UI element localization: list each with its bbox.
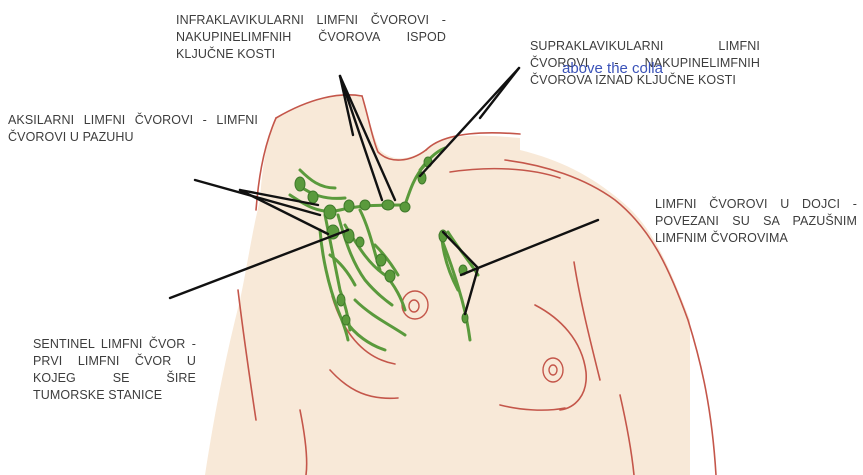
lymph-node: [308, 191, 318, 203]
lymph-node: [382, 200, 394, 210]
lymph-node: [337, 294, 345, 306]
lymph-node: [356, 237, 364, 247]
lymph-node: [376, 254, 386, 266]
lymph-node: [342, 315, 350, 325]
label-infraclavicular: INFRAKLAVIKULARNI LIMFNI ČVOROVI - NAKUP…: [176, 12, 446, 63]
lymph-node: [295, 177, 305, 191]
label-axillary: AKSILARNI LIMFNI ČVOROVI - LIMFNI ČVOROV…: [8, 112, 258, 146]
lymph-node: [400, 202, 410, 212]
lymph-node: [360, 200, 370, 210]
label-breast: LIMFNI ČVOROVI U DOJCI - POVEZANI SU SA …: [655, 196, 857, 247]
torso-skin: [205, 95, 690, 475]
overlay-translation-text: above the colla: [562, 60, 682, 77]
pointer-supraclavicular-2: [480, 68, 519, 118]
lymph-node: [344, 200, 354, 212]
label-sentinel: SENTINEL LIMFNI ČVOR - PRVI LIMFNI ČVOR …: [33, 336, 196, 404]
lymph-node: [385, 270, 395, 282]
lymph-node: [324, 205, 336, 219]
